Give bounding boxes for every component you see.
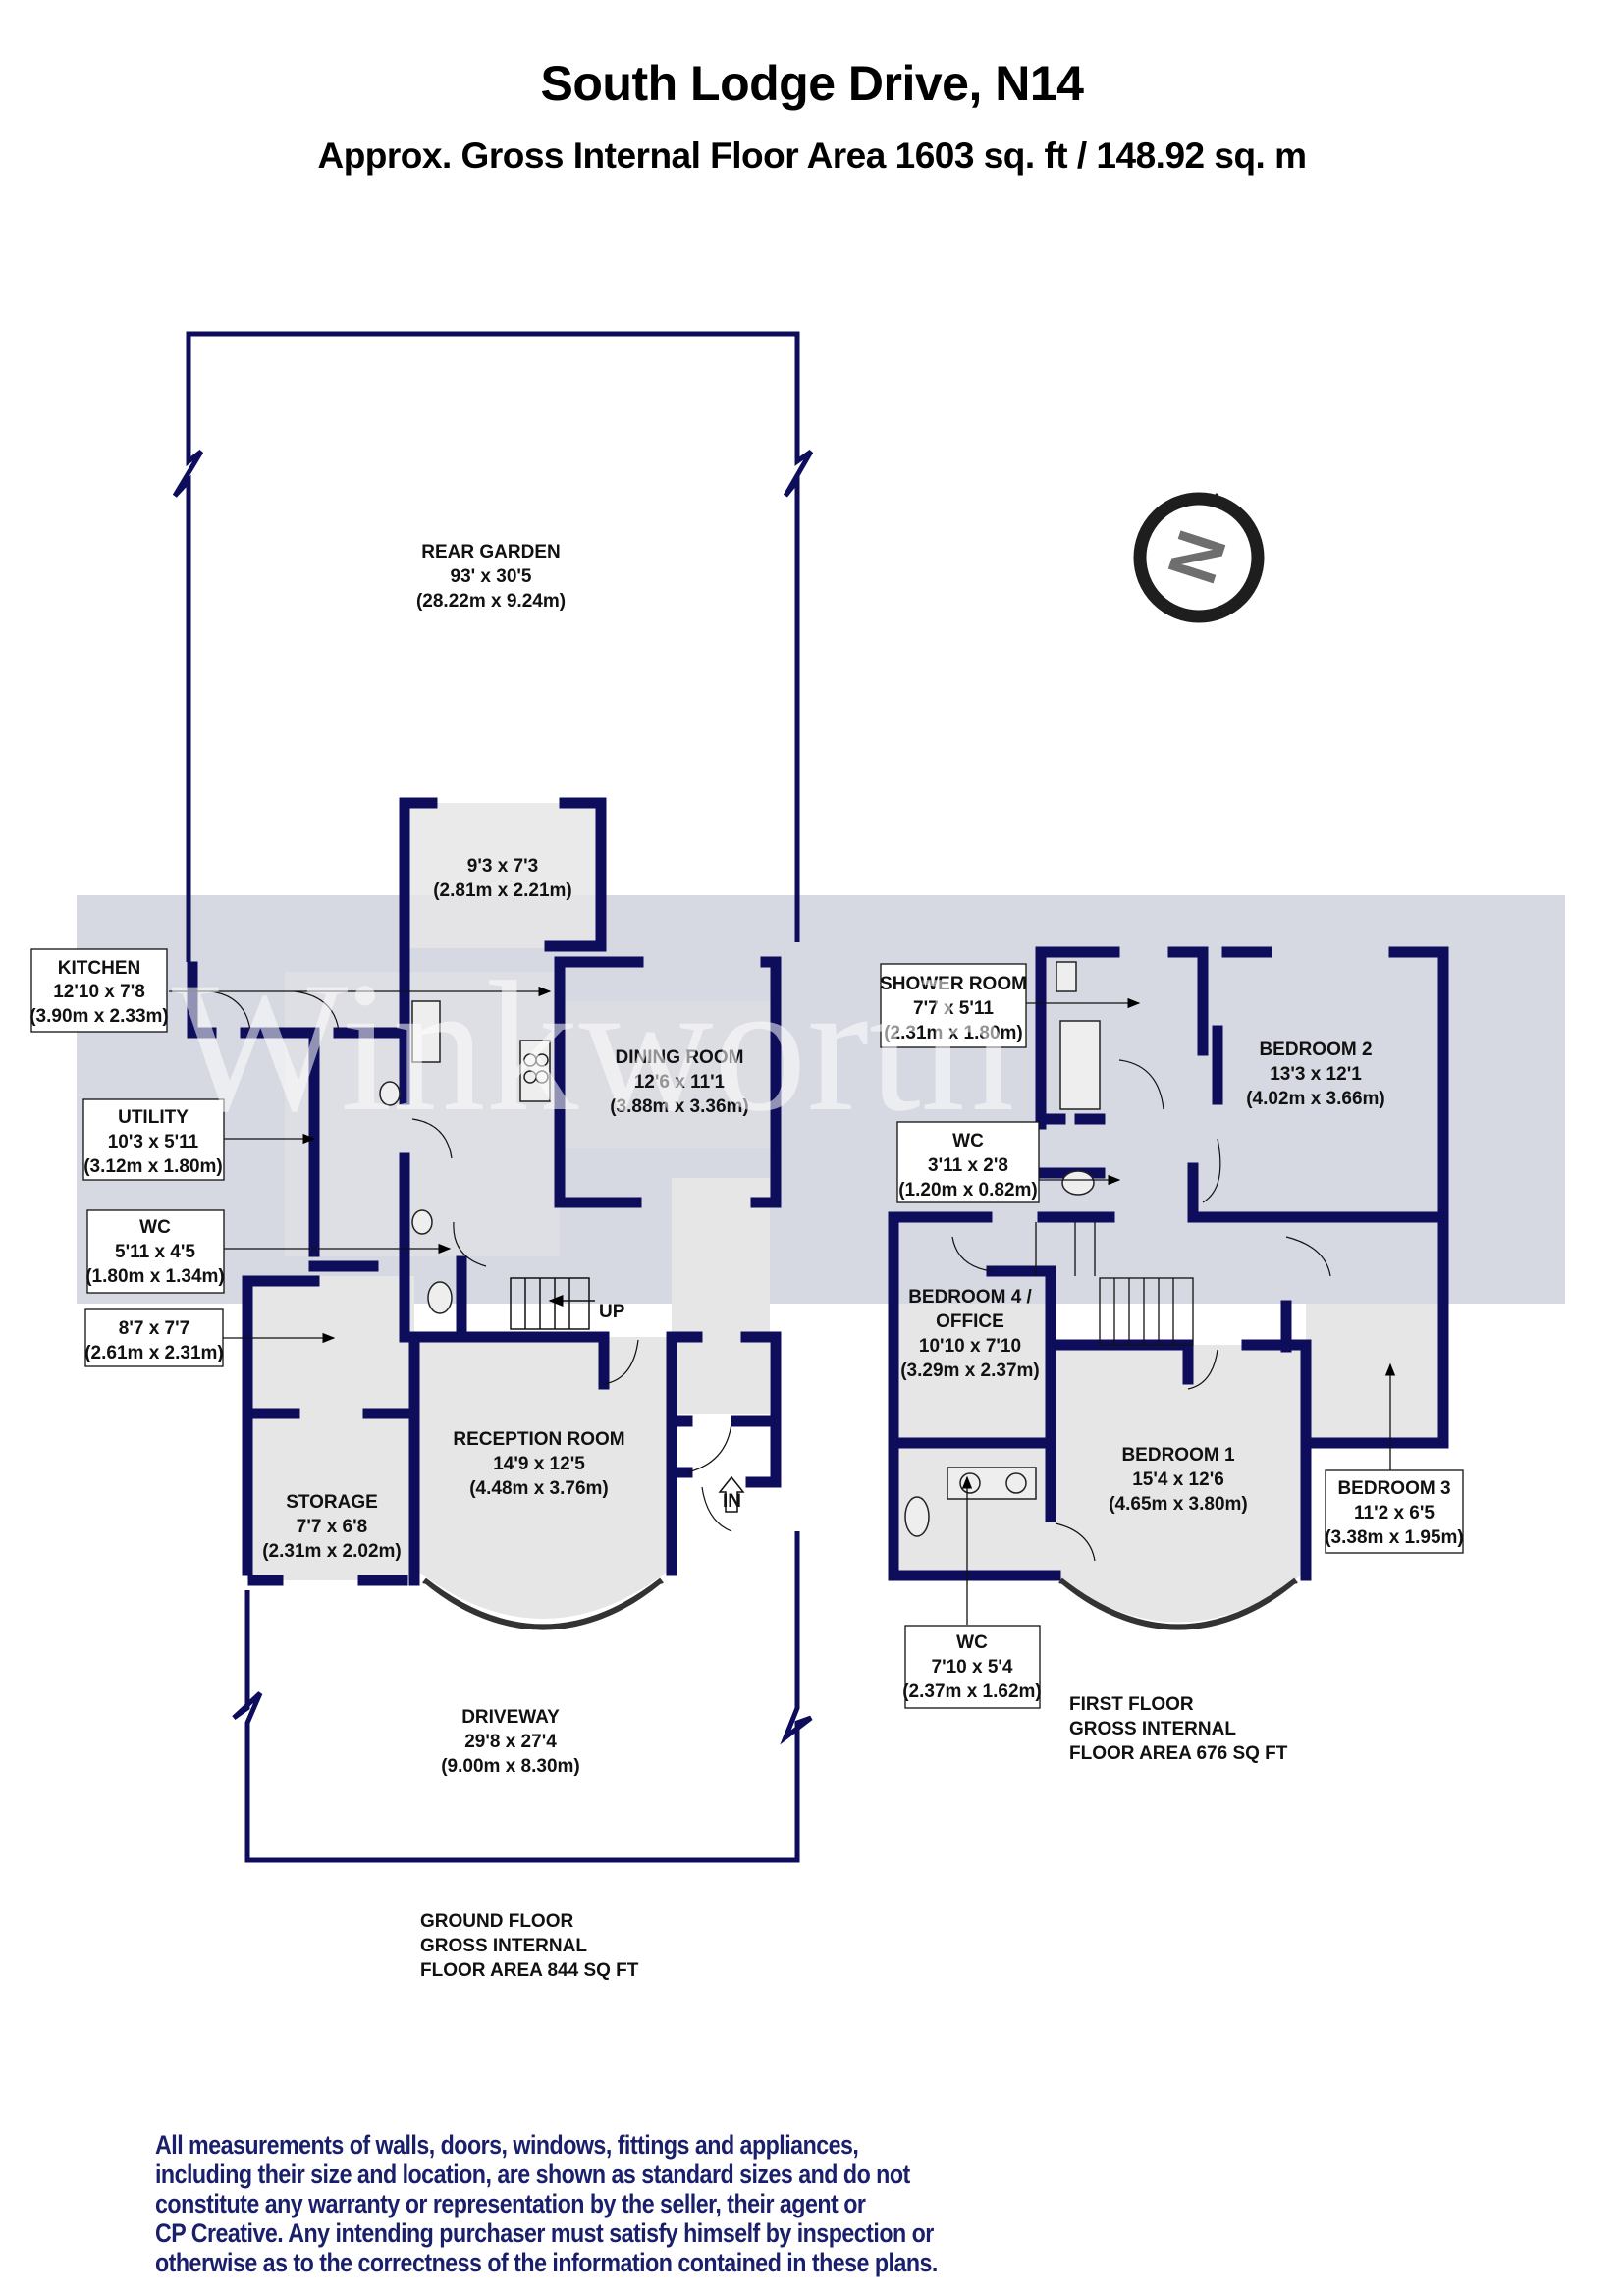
driveway-outline [232, 1531, 813, 1863]
bedroom2-imperial: 13'3 x 12'1 [1270, 1064, 1362, 1085]
disclaimer: All measurements of walls, doors, window… [155, 2130, 938, 2277]
disclaimer-line-5: otherwise as to the correctness of the i… [155, 2248, 938, 2277]
rear-room-metric: (2.81m x 2.21m) [433, 881, 572, 901]
reception-room-name: RECEPTION ROOM [453, 1429, 624, 1450]
utility-name: UTILITY [118, 1107, 189, 1128]
utility-imperial: 10'3 x 5'11 [108, 1132, 199, 1152]
first-floor-label-boxes [880, 963, 1464, 1709]
rear-garden-metric: (28.22m x 9.24m) [416, 591, 566, 612]
driveway-name: DRIVEWAY [461, 1707, 560, 1728]
first-floor-plan [880, 946, 1464, 1709]
ground-floor-area: GROUND FLOOR GROSS INTERNAL FLOOR AREA 8… [420, 1911, 639, 1981]
bedroom3-metric: (3.38m x 1.95m) [1325, 1527, 1464, 1548]
ground-floor-area-line-2: GROSS INTERNAL [420, 1936, 587, 1956]
ground-floor-fills [247, 803, 771, 1619]
bedroom4-name-line-1: BEDROOM 4 / [908, 1287, 1032, 1308]
ground-leader-lines [169, 986, 552, 1344]
utility-metric: (3.12m x 1.80m) [83, 1156, 223, 1177]
ground-floor-plan [30, 331, 814, 1863]
entrance-arrow-icon [718, 1475, 745, 1513]
first-floor-area-line-3: FLOOR AREA 676 SQ FT [1069, 1743, 1288, 1764]
ground-label-boxes [30, 948, 225, 1367]
storage-metric: (2.31m x 2.02m) [262, 1541, 402, 1562]
ground-floor-walls [187, 797, 782, 1586]
first-wc-small-metric: (1.20m x 0.82m) [898, 1180, 1038, 1201]
kitchen-metric: (3.90m x 2.33m) [29, 1006, 169, 1027]
bedroom3-name: BEDROOM 3 [1337, 1478, 1450, 1499]
first-floor-stairs [1035, 1222, 1194, 1346]
dining-room-imperial: 12'6 x 11'1 [634, 1072, 726, 1093]
reception-room-metric: (4.48m x 3.76m) [469, 1478, 609, 1499]
ground-door-swings [210, 990, 732, 1532]
side-room-metric: (2.61m x 2.31m) [84, 1343, 224, 1363]
ground-floor-area-line-1: GROUND FLOOR [420, 1911, 573, 1932]
first-wc-large-imperial: 7'10 x 5'4 [932, 1657, 1013, 1678]
bedroom4-name-line-2: OFFICE [936, 1311, 1004, 1332]
bedroom1-name: BEDROOM 1 [1121, 1445, 1235, 1466]
first-wc-large-metric: (2.37m x 1.62m) [902, 1682, 1042, 1702]
shower-room-name: SHOWER ROOM [880, 974, 1027, 994]
bedroom2-name: BEDROOM 2 [1259, 1040, 1372, 1060]
watermark-text: Winkworth [172, 944, 1014, 1150]
dining-room-name: DINING ROOM [616, 1047, 744, 1068]
shower-room-metric: (2.31m x 1.80m) [884, 1023, 1023, 1043]
first-floor-area-line-2: GROSS INTERNAL [1069, 1719, 1236, 1739]
page-title: South Lodge Drive, N14 [540, 56, 1084, 111]
bedroom4-metric: (3.29m x 2.37m) [900, 1361, 1040, 1381]
driveway-imperial: 29'8 x 27'4 [464, 1732, 557, 1752]
floor-area-subtitle: Approx. Gross Internal Floor Area 1603 s… [317, 135, 1307, 176]
bedroom4-imperial: 10'10 x 7'10 [919, 1336, 1021, 1357]
dining-room-metric: (3.88m x 3.36m) [610, 1096, 749, 1117]
ground-stairs [510, 1277, 595, 1330]
stairs-up-label: UP [599, 1302, 625, 1322]
bedroom1-imperial: 15'4 x 12'6 [1132, 1469, 1224, 1490]
ground-wc-imperial: 5'11 x 4'5 [115, 1242, 195, 1262]
first-floor-area: FIRST FLOOR GROSS INTERNAL FLOOR AREA 67… [1069, 1694, 1288, 1764]
reception-room-imperial: 14'9 x 12'5 [493, 1454, 585, 1474]
driveway-metric: (9.00m x 8.30m) [441, 1756, 580, 1777]
bedroom2-metric: (4.02m x 3.66m) [1246, 1089, 1385, 1109]
shower-room-imperial: 7'7 x 5'11 [913, 998, 994, 1019]
rear-room-imperial: 9'3 x 7'3 [467, 856, 538, 877]
first-wc-large-name: WC [956, 1632, 988, 1653]
bedroom1-metric: (4.65m x 3.80m) [1109, 1494, 1248, 1515]
kitchen-imperial: 12'10 x 7'8 [53, 982, 145, 1002]
disclaimer-line-2: including their size and location, are s… [155, 2160, 910, 2189]
bedroom1-bay-window [1058, 1577, 1298, 1630]
rear-garden-outline [172, 331, 814, 962]
first-wc-small-name: WC [952, 1131, 984, 1151]
first-floor-fittings [904, 961, 1101, 1537]
bedroom3-imperial: 11'2 x 6'5 [1354, 1503, 1435, 1523]
first-floor-fills [893, 1304, 1443, 1623]
kitchen-name: KITCHEN [58, 958, 140, 979]
rear-garden-name: REAR GARDEN [421, 542, 560, 562]
ground-wc-metric: (1.80m x 1.34m) [85, 1266, 225, 1287]
storage-name: STORAGE [286, 1492, 378, 1513]
rear-garden-imperial: 93' x 30'5 [451, 566, 532, 587]
entrance-label: IN [723, 1491, 741, 1512]
disclaimer-line-4: CP Creative. Any intending purchaser mus… [155, 2218, 934, 2248]
first-wc-small-imperial: 3'11 x 2'8 [928, 1155, 1008, 1176]
first-floor-walls [888, 946, 1449, 1581]
disclaimer-line-1: All measurements of walls, doors, window… [155, 2130, 859, 2160]
side-room-imperial: 8'7 x 7'7 [119, 1318, 189, 1339]
first-floor-door-swings [951, 1059, 1331, 1562]
kitchen-fittings [379, 1000, 551, 1314]
disclaimer-line-3: constitute any warranty or representatio… [155, 2189, 866, 2218]
reception-bay-window [422, 1577, 664, 1630]
north-arrow-icon: N [1133, 492, 1265, 623]
ground-floor-area-line-3: FLOOR AREA 844 SQ FT [420, 1960, 639, 1981]
storage-imperial: 7'7 x 6'8 [297, 1517, 367, 1537]
ground-wc-name: WC [139, 1217, 171, 1238]
first-floor-area-line-1: FIRST FLOOR [1069, 1694, 1194, 1715]
first-floor-leader-lines [961, 997, 1396, 1625]
